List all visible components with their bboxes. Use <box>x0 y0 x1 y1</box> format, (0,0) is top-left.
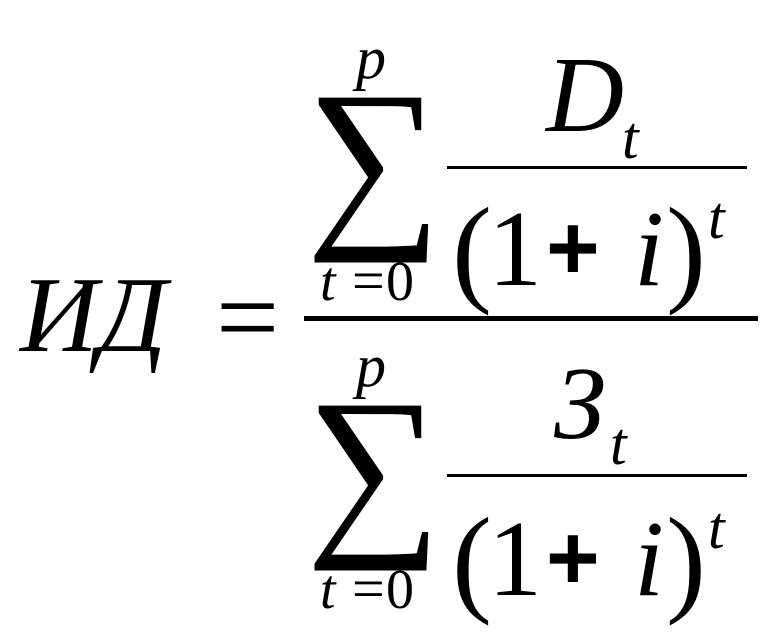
plus-sign: + <box>546 507 600 609</box>
sum-lower-index: t <box>320 559 336 621</box>
sum-symbol: ∑ <box>306 362 442 572</box>
exponent: t <box>708 495 725 561</box>
plus-sign: + <box>546 197 600 299</box>
rate-variable: i <box>634 190 665 309</box>
sum-lower-equals: = <box>352 556 385 621</box>
inner-fraction-bar <box>447 166 747 169</box>
equals-sign: = <box>216 256 280 380</box>
term-letter: D <box>546 36 624 155</box>
open-paren: ( <box>452 493 492 626</box>
exponent: t <box>708 185 725 251</box>
sum-symbol: ∑ <box>306 54 442 264</box>
sum-lower-index: t <box>320 251 336 313</box>
main-fraction-bar <box>304 316 758 321</box>
discount-one: 1 <box>488 190 542 309</box>
sum-lower-equals: = <box>352 248 385 313</box>
inner-fraction-bar <box>447 474 747 477</box>
close-paren: ) <box>666 183 706 316</box>
sum-lower-value: 0 <box>386 251 414 313</box>
close-paren: ) <box>666 493 706 626</box>
open-paren: ( <box>452 183 492 316</box>
sum-lower-value: 0 <box>386 559 414 621</box>
rate-variable: i <box>634 500 665 619</box>
term-subscript: t <box>610 411 627 477</box>
lhs-symbol: ИД <box>20 256 167 375</box>
sum-upper-limit: p <box>356 25 386 91</box>
sum-upper-limit: p <box>356 333 386 399</box>
term-letter: З <box>554 346 606 461</box>
discount-one: 1 <box>488 500 542 619</box>
term-subscript: t <box>622 105 639 171</box>
